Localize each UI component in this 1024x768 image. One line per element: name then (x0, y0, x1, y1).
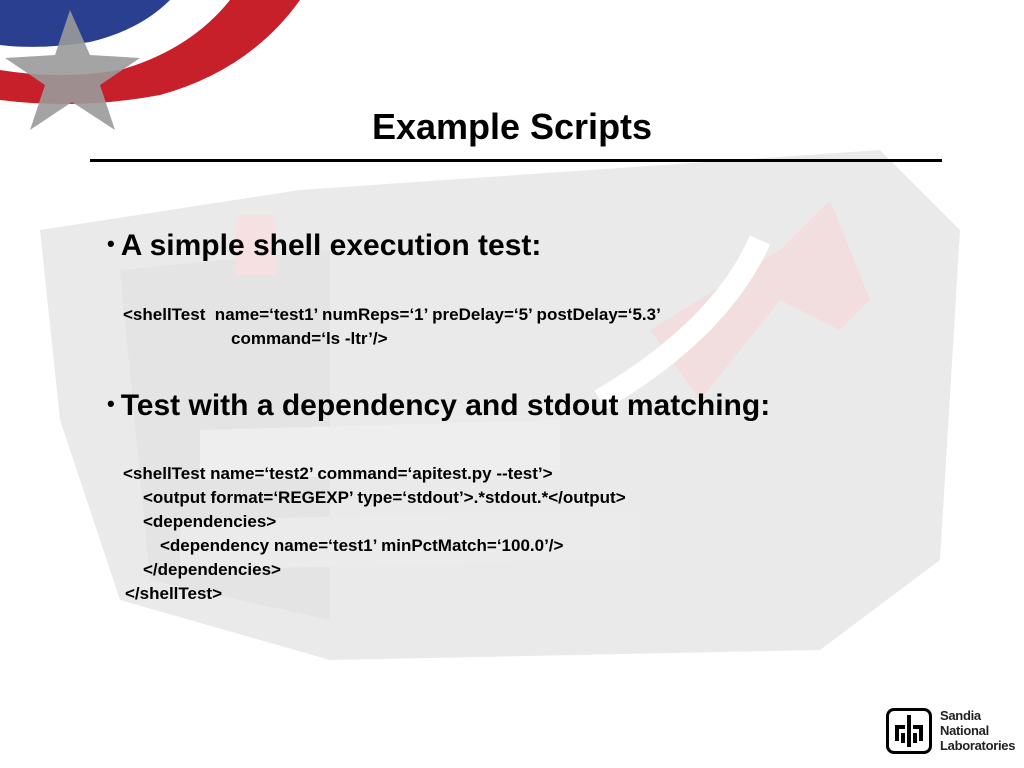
bullet-simple-shell-test: •A simple shell execution test: (107, 229, 541, 263)
code-line: <shellTest name=‘test2’ command=‘apitest… (123, 464, 553, 483)
slide-title: Example Scripts (371, 106, 653, 147)
code-line: </shellTest> (125, 584, 223, 603)
code-line: <dependency name=‘test1’ minPctMatch=‘10… (160, 536, 564, 555)
bullet-text: A simple shell execution test: (120, 229, 542, 262)
bullet-marker: • (107, 391, 115, 416)
logo-line: Laboratories (940, 738, 1016, 753)
sandia-logo: Sandia National Laboratories (886, 706, 1016, 758)
code-line: <output format=‘REGEXP’ type=‘stdout’>.*… (143, 488, 626, 507)
code-line: </dependencies> (143, 560, 281, 579)
logo-line: National (940, 723, 989, 738)
code-line: <shellTest name=‘test1’ numReps=‘1’ preD… (123, 305, 661, 324)
flag-star-corner-graphic (0, 0, 300, 130)
bullet-text: Test with a dependency and stdout matchi… (120, 389, 771, 422)
code-line: command=‘ls -ltr’/> (231, 329, 388, 348)
sandia-thunderbird-icon (886, 708, 932, 754)
bullet-marker: • (107, 231, 115, 256)
code-line: <dependencies> (143, 512, 277, 531)
bullet-dependency-test: •Test with a dependency and stdout match… (107, 389, 770, 423)
sandia-logo-text: Sandia National Laboratories (940, 708, 1015, 753)
logo-line: Sandia (940, 708, 981, 723)
title-divider (90, 159, 942, 162)
